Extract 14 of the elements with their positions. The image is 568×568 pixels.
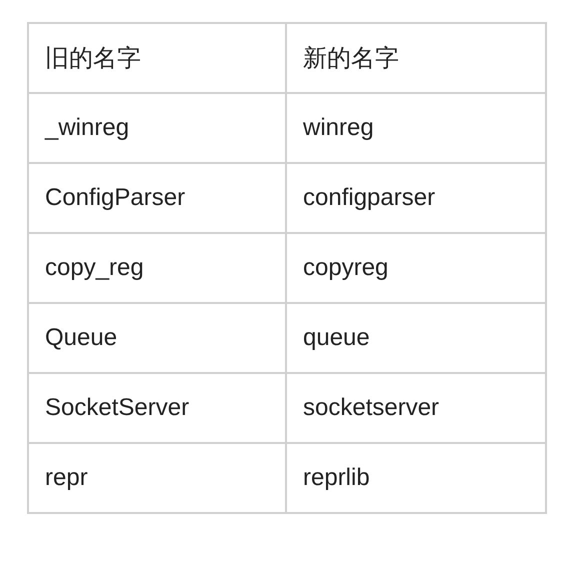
- table-cell: configparser: [286, 163, 546, 233]
- table-cell: queue: [286, 303, 546, 373]
- header-cell: 新的名字: [286, 23, 546, 93]
- table-cell: SocketServer: [28, 373, 286, 443]
- table-cell: repr: [28, 443, 286, 513]
- header-cell: 旧的名字: [28, 23, 286, 93]
- table-cell: ConfigParser: [28, 163, 286, 233]
- table-cell: winreg: [286, 93, 546, 163]
- table-cell: reprlib: [286, 443, 546, 513]
- table-cell: Queue: [28, 303, 286, 373]
- table-cell: _winreg: [28, 93, 286, 163]
- table-cell: copyreg: [286, 233, 546, 303]
- table-cell: socketserver: [286, 373, 546, 443]
- table-cell: copy_reg: [28, 233, 286, 303]
